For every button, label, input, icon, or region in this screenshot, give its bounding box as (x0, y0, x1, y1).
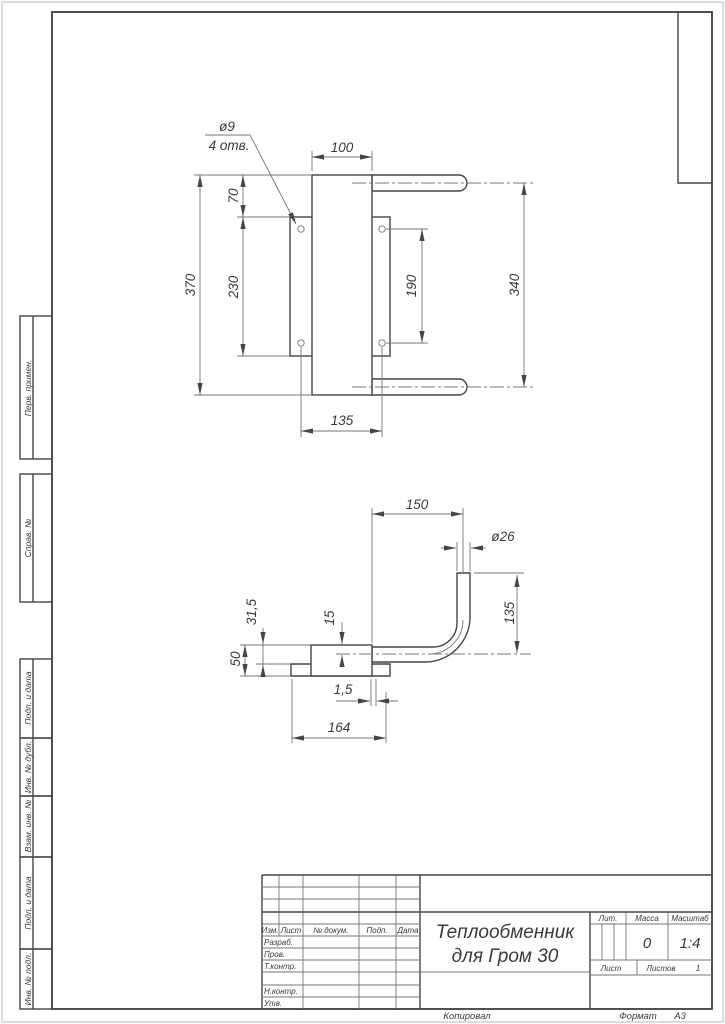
dim-holes-horizontal: 135 (331, 413, 354, 428)
dim-plate-164: 164 (328, 720, 351, 735)
format-value: А3 (673, 1011, 686, 1022)
part-title-line1: Теплообменник (436, 922, 576, 943)
dim-holes-vertical: 190 (404, 274, 419, 297)
hole-bottom-left (297, 339, 305, 347)
hole-top-right (378, 225, 386, 233)
dim-block-50: 50 (228, 651, 243, 667)
dim-gap-15: 1,5 (334, 682, 353, 697)
format-label: Формат (619, 1011, 657, 1022)
hole-dia-label: ø9 (219, 119, 235, 134)
copied-label: Копировал (443, 1011, 491, 1022)
bent-pipe-outline (371, 572, 471, 663)
margin-label-podp1: Подп. и дата (23, 671, 33, 724)
dim-pipe-length: 150 (406, 497, 429, 512)
margin-label-perv: Перв. примен. (23, 360, 33, 417)
dim-offset-315: 31,5 (244, 598, 259, 625)
hole-bottom-right (378, 339, 386, 347)
dim-top-offset: 70 (226, 188, 241, 204)
hole-leader-line (205, 134, 297, 225)
dim-pipe-diameter: ø26 (491, 529, 515, 544)
row-prov: Пров. (264, 950, 285, 959)
margin-label-invpodl: Инв. № подл. (23, 953, 33, 1006)
sheet-label: Лист (600, 964, 622, 973)
dim-pipe-span: 340 (507, 273, 522, 296)
margin-label-podp2: Подп. и дата (23, 876, 33, 929)
dim-top-width: 100 (331, 140, 354, 155)
col-podp: Подп. (366, 926, 387, 935)
row-tkontr: Т.контр. (264, 962, 296, 971)
bend-mid-line (428, 619, 464, 655)
dim-overall-height: 370 (183, 273, 198, 296)
col-izm: Изм. (261, 926, 278, 935)
margin-label-invdubl: Инв. № дубл. (23, 741, 33, 793)
row-utv: Утв. (263, 999, 282, 1008)
top-view: 100 ø9 4 отв. 370 70 230 190 340 135 (183, 119, 533, 437)
lit-label: Лит. (598, 914, 618, 923)
hole-count-label: 4 отв. (209, 138, 250, 153)
mass-value: 0 (643, 935, 652, 952)
hole-top-left (297, 225, 305, 233)
part-title-line2: для Гром 30 (452, 946, 559, 967)
row-razrab: Разраб. (264, 938, 293, 947)
margin-column: Перв. примен. Справ. № Подп. и дата Инв.… (19, 315, 53, 1010)
block-side-outline (310, 644, 373, 677)
scale-value: 1:4 (680, 935, 701, 952)
margin-label-vzam: Взам. инв. № (23, 800, 33, 853)
sheets-label: Листов (645, 964, 675, 973)
body-outline (311, 174, 373, 396)
dim-plate-height: 230 (226, 275, 241, 299)
side-view: 150 ø26 135 31,5 15 50 1,5 164 (228, 497, 531, 743)
footer: Копировал Формат А3 (443, 1011, 686, 1022)
sheets-value: 1 (696, 964, 700, 973)
scale-label: Масштаб (671, 914, 709, 923)
dim-riser-height: 135 (502, 601, 517, 624)
title-block: Изм. Лист № докум. Подп. Дата Разраб. Пр… (261, 874, 712, 1009)
aux-corner-box (677, 12, 712, 184)
margin-label-sprav: Справ. № (23, 519, 33, 558)
col-list: Лист (280, 926, 302, 935)
col-data: Дата (396, 926, 419, 935)
col-doc: № докум. (313, 926, 348, 935)
row-nkontr: Н.контр. (264, 987, 298, 996)
dim-axis-15: 15 (322, 610, 337, 626)
mass-label: Масса (635, 914, 659, 923)
